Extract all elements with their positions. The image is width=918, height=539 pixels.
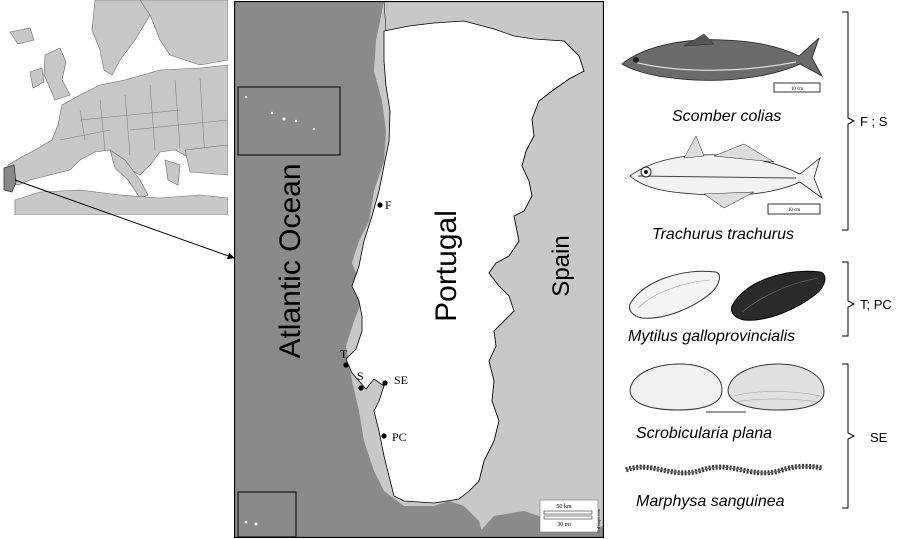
europe-inset-map — [0, 0, 228, 215]
species-name-marphysa-sanguinea: Marphysa sanguinea — [636, 493, 785, 510]
group-label-t-pc: T; PC — [860, 297, 892, 312]
ocean-label: Atlantic Ocean — [274, 163, 307, 358]
species-name-trachurus-trachurus: Trachurus trachurus — [652, 226, 794, 243]
species-name-mytilus-galloprovincialis: Mytilus galloprovincialis — [628, 328, 796, 345]
svg-text:F: F — [385, 198, 392, 212]
country-label: Portugal — [430, 210, 463, 322]
mytilus-illustration — [629, 270, 826, 321]
svg-text:10 cm: 10 cm — [788, 208, 800, 213]
portugal-map: F T S SE PC Atlantic Ocean Portugal Spai… — [234, 1, 604, 538]
scomber-colias-illustration: 10 cm — [621, 33, 824, 93]
svg-text:S: S — [357, 369, 364, 383]
svg-text:50 km: 50 km — [556, 504, 572, 510]
svg-text:30 mi: 30 mi — [557, 522, 571, 528]
svg-text:T: T — [340, 347, 348, 361]
group-braces — [842, 11, 856, 509]
svg-text:SE: SE — [394, 373, 408, 387]
site-S: S — [357, 369, 364, 391]
neighbor-label: Spain — [548, 235, 575, 296]
species-name-scrobicularia-plana: Scrobicularia plana — [636, 425, 773, 442]
site-T: T — [340, 347, 349, 368]
group-label-f-s: F ; S — [860, 114, 888, 129]
trachurus-trachurus-illustration: 10 cm — [629, 135, 823, 215]
scale-bar: 50 km 30 mi — [539, 499, 599, 533]
site-SE: SE — [382, 373, 408, 387]
site-F: F — [377, 198, 392, 212]
site-PC: PC — [381, 430, 407, 444]
scrobicularia-illustration — [629, 363, 825, 413]
group-label-se: SE — [870, 430, 888, 445]
svg-text:PC: PC — [392, 430, 407, 444]
credit-text: © d-maps.com — [596, 508, 601, 533]
svg-text:10 cm: 10 cm — [791, 87, 803, 92]
species-name-scomber-colias: Scomber colias — [672, 108, 782, 125]
marphysa-illustration — [625, 463, 823, 476]
